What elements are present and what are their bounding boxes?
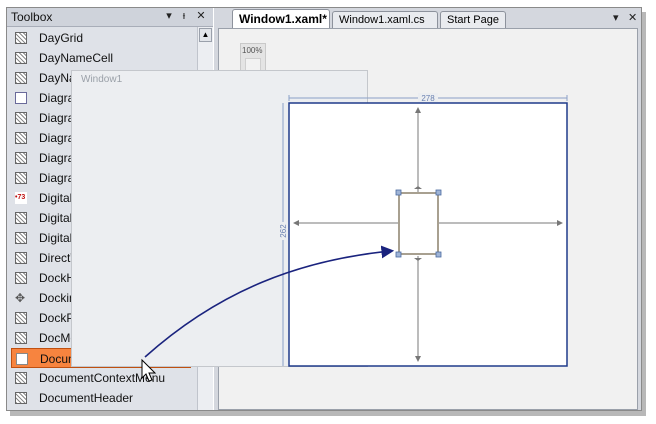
grid-icon (15, 232, 27, 244)
document-tabs: Window1.xaml* Window1.xaml.cs Start Page… (214, 8, 641, 28)
grid-icon (15, 252, 27, 264)
toolbox-item-documentheader[interactable]: DocumentHeader (11, 388, 191, 408)
close-document-icon[interactable]: ✕ (628, 12, 638, 24)
toolbox-header: Toolbox ▾ ᵼ ✕ (7, 8, 213, 27)
toolbox-item-label: DayNameCell (39, 51, 114, 65)
tab-window1-xaml-cs[interactable]: Window1.xaml.cs (332, 11, 438, 28)
tab-list-icon[interactable]: ▾ (613, 12, 619, 24)
pin-icon[interactable]: ᵼ (182, 10, 186, 22)
toolbox-item-label: DocumentContextMenu (39, 371, 166, 385)
gauge-icon: •73 (15, 192, 27, 204)
grid-icon (15, 312, 27, 324)
toolbox-item-daynamecell[interactable]: DayNameCell (11, 48, 191, 68)
close-icon[interactable]: ✕ (196, 10, 206, 22)
scroll-up-icon[interactable]: ▲ (199, 28, 212, 42)
toolbox-item-label: DayGrid (39, 31, 84, 45)
wpf-window-frame: Window1 (71, 70, 368, 367)
grid-icon (15, 152, 27, 164)
document-icon (16, 353, 28, 365)
grid-icon (15, 272, 27, 284)
grid-icon (15, 332, 27, 344)
dropdown-icon[interactable]: ▾ (166, 10, 172, 22)
zoom-label: 100% (242, 46, 263, 55)
toolbox-item-label: DocumentHeader (39, 391, 134, 405)
grid-icon (15, 172, 27, 184)
grid-icon (15, 72, 27, 84)
tab-start-page[interactable]: Start Page (440, 11, 506, 28)
toolbox-title: Toolbox (11, 10, 53, 24)
toolbox-item-documentcontextmenu[interactable]: DocumentContextMenu (11, 368, 191, 388)
grid-icon (15, 52, 27, 64)
tab-window1-xaml[interactable]: Window1.xaml* (232, 9, 330, 28)
grid-icon (15, 112, 27, 124)
grid-icon (15, 372, 27, 384)
diagram-icon (15, 92, 27, 104)
grid-icon (15, 392, 27, 404)
grid-icon (15, 32, 27, 44)
window-title: Window1 (81, 74, 123, 85)
grid-icon (15, 212, 27, 224)
docking-icon: ✥ (15, 291, 26, 305)
toolbox-item-daygrid[interactable]: DayGrid (11, 28, 191, 48)
grid-icon (15, 132, 27, 144)
